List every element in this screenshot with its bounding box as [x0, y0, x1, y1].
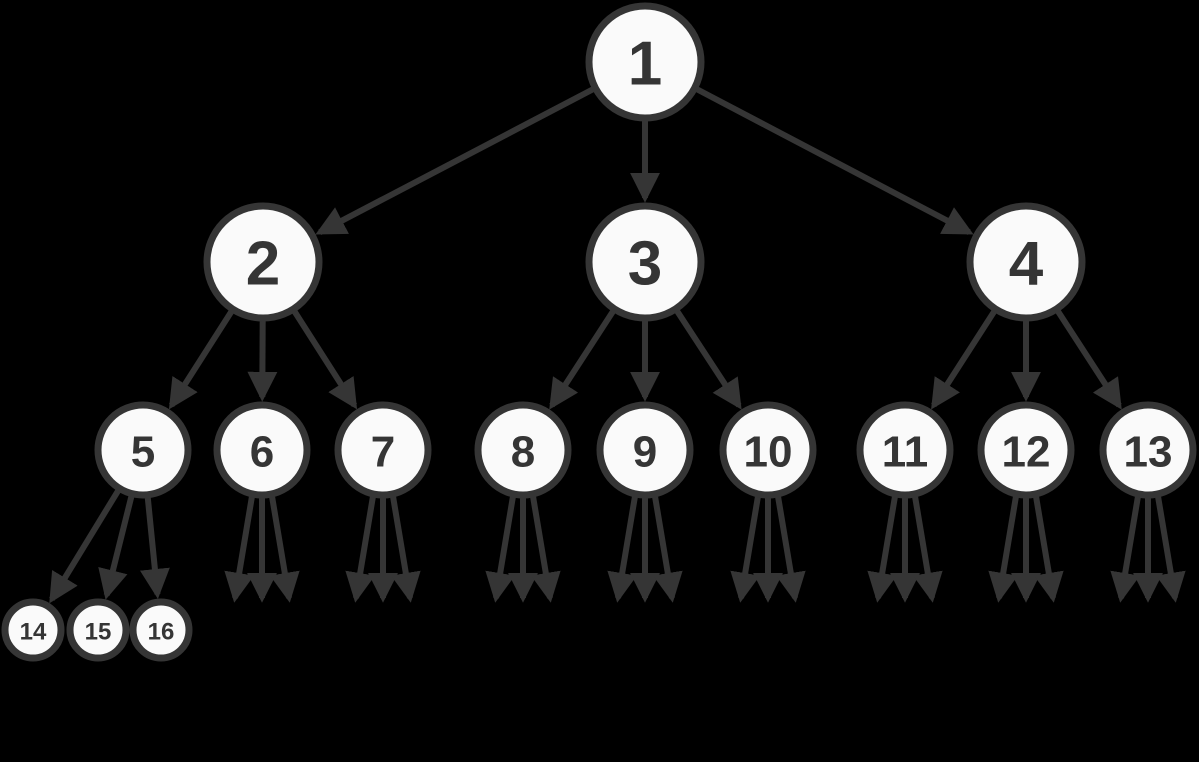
edge-3-8 [549, 307, 618, 410]
dangling-edge-9-2 [651, 492, 683, 603]
edge-2-5 [168, 307, 236, 410]
node-label: 7 [371, 428, 395, 477]
node-circle [474, 401, 572, 499]
tree-node-11: 11 [856, 401, 954, 499]
tree-node-2: 2 [203, 202, 323, 322]
edge-1-2 [315, 85, 597, 235]
dangling-edge-7-2 [389, 492, 421, 603]
node-label: 14 [20, 619, 47, 646]
node-circle [129, 598, 193, 662]
edge-4-11 [931, 307, 999, 410]
node-label: 2 [246, 230, 280, 299]
edge-4-13 [1053, 307, 1122, 410]
node-circle [94, 401, 192, 499]
node-circle [977, 401, 1075, 499]
edge-5-16 [139, 494, 170, 599]
node-label: 5 [131, 428, 155, 477]
dangling-edge-6-2 [268, 492, 300, 603]
node-circle [203, 202, 323, 322]
edge-5-15 [98, 492, 135, 600]
node-label: 9 [633, 428, 657, 477]
tree-node-16: 16 [129, 598, 193, 662]
node-circle [966, 202, 1086, 322]
dangling-edge-11-2 [911, 492, 943, 603]
dangling-edge-13-0 [1110, 492, 1142, 603]
tree-node-15: 15 [66, 598, 130, 662]
tree-node-10: 10 [719, 401, 817, 499]
node-circle [334, 401, 432, 499]
tree-node-13: 13 [1099, 401, 1197, 499]
dangling-edge-6-0 [224, 492, 256, 603]
node-label: 4 [1009, 230, 1044, 299]
dangling-edge-12-0 [988, 492, 1020, 603]
node-label: 10 [744, 428, 793, 477]
node-label: 3 [628, 230, 662, 299]
node-label: 1 [628, 30, 662, 99]
dangling-edge-12-2 [1032, 492, 1064, 603]
dangling-edge-11-0 [867, 492, 899, 603]
tree-node-3: 3 [585, 202, 705, 322]
node-label: 16 [148, 619, 175, 646]
dangling-edge-7-0 [345, 492, 377, 603]
tree-node-9: 9 [596, 401, 694, 499]
tree-node-4: 4 [966, 202, 1086, 322]
tree-node-7: 7 [334, 401, 432, 499]
node-label: 15 [85, 619, 112, 646]
dangling-edge-10-0 [730, 492, 762, 603]
node-label: 12 [1002, 428, 1051, 477]
tree-node-6: 6 [213, 401, 311, 499]
dangling-edge-10-2 [774, 492, 806, 603]
tree-node-8: 8 [474, 401, 572, 499]
edge-5-14 [49, 486, 123, 604]
tree-node-12: 12 [977, 401, 1075, 499]
node-circle [596, 401, 694, 499]
node-label: 8 [511, 428, 535, 477]
node-circle [1, 598, 65, 662]
dangling-edge-8-2 [529, 492, 561, 603]
node-label: 13 [1124, 428, 1173, 477]
node-circle [856, 401, 954, 499]
tree-node-5: 5 [94, 401, 192, 499]
edge-2-7 [290, 307, 358, 410]
edge-1-4 [693, 85, 974, 235]
node-circle [585, 2, 705, 122]
node-label: 6 [250, 428, 274, 477]
node-circle [66, 598, 130, 662]
node-label: 11 [882, 428, 929, 477]
dangling-edge-13-2 [1154, 492, 1186, 603]
node-circle [585, 202, 705, 322]
node-circle [213, 401, 311, 499]
dangling-edge-9-0 [607, 492, 639, 603]
node-circle [1099, 401, 1197, 499]
dangling-edge-8-0 [485, 492, 517, 603]
tree-node-14: 14 [1, 598, 65, 662]
tree-node-1: 1 [585, 2, 705, 122]
node-circle [719, 401, 817, 499]
edge-3-10 [673, 307, 742, 410]
